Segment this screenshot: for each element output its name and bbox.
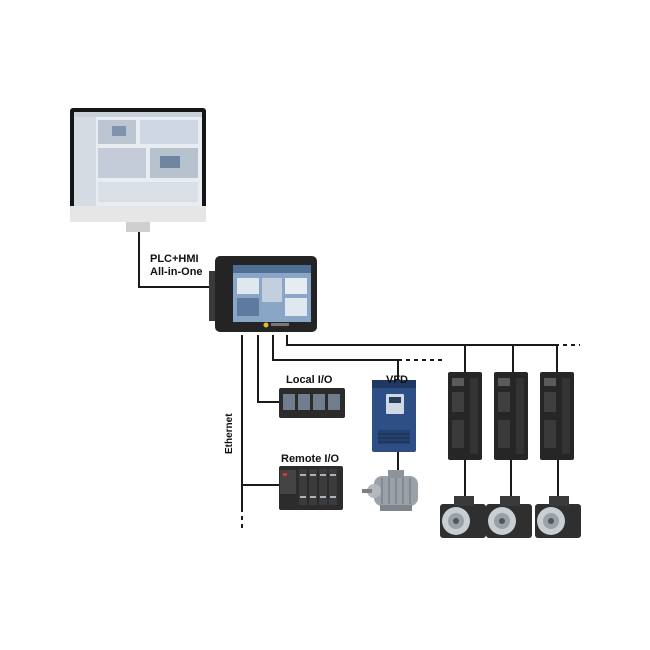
dashed-continuations — [241, 344, 580, 528]
local-io-link — [257, 335, 279, 403]
monitor-link — [138, 232, 215, 288]
vfd-drive-icon — [372, 380, 416, 452]
connection-lines — [138, 232, 559, 508]
servo-motor-3 — [535, 496, 581, 538]
remote-io-label: Remote I/O — [281, 453, 340, 465]
ethernet-label: Ethernet — [224, 413, 235, 454]
plc-hmi-label-line1: PLC+HMI — [150, 253, 199, 265]
monitor-icon — [70, 108, 206, 232]
vfd-link — [272, 335, 399, 380]
servo-drive-1 — [448, 372, 482, 460]
local-io-label: Local I/O — [286, 374, 333, 386]
vfd-label: VFD — [386, 374, 408, 386]
plc-hmi-label-line2: All-in-One — [150, 266, 203, 278]
plc-hmi-panel-icon — [209, 256, 317, 332]
servo-drive-2 — [494, 372, 528, 460]
servo-motor-2 — [486, 496, 532, 538]
servo-drive-3 — [540, 372, 574, 460]
local-io-module-icon — [279, 388, 345, 418]
servo-motor-1 — [440, 496, 486, 538]
ac-motor-icon — [362, 470, 418, 511]
servo-bus — [286, 335, 555, 346]
remote-io-module-icon — [279, 466, 343, 510]
